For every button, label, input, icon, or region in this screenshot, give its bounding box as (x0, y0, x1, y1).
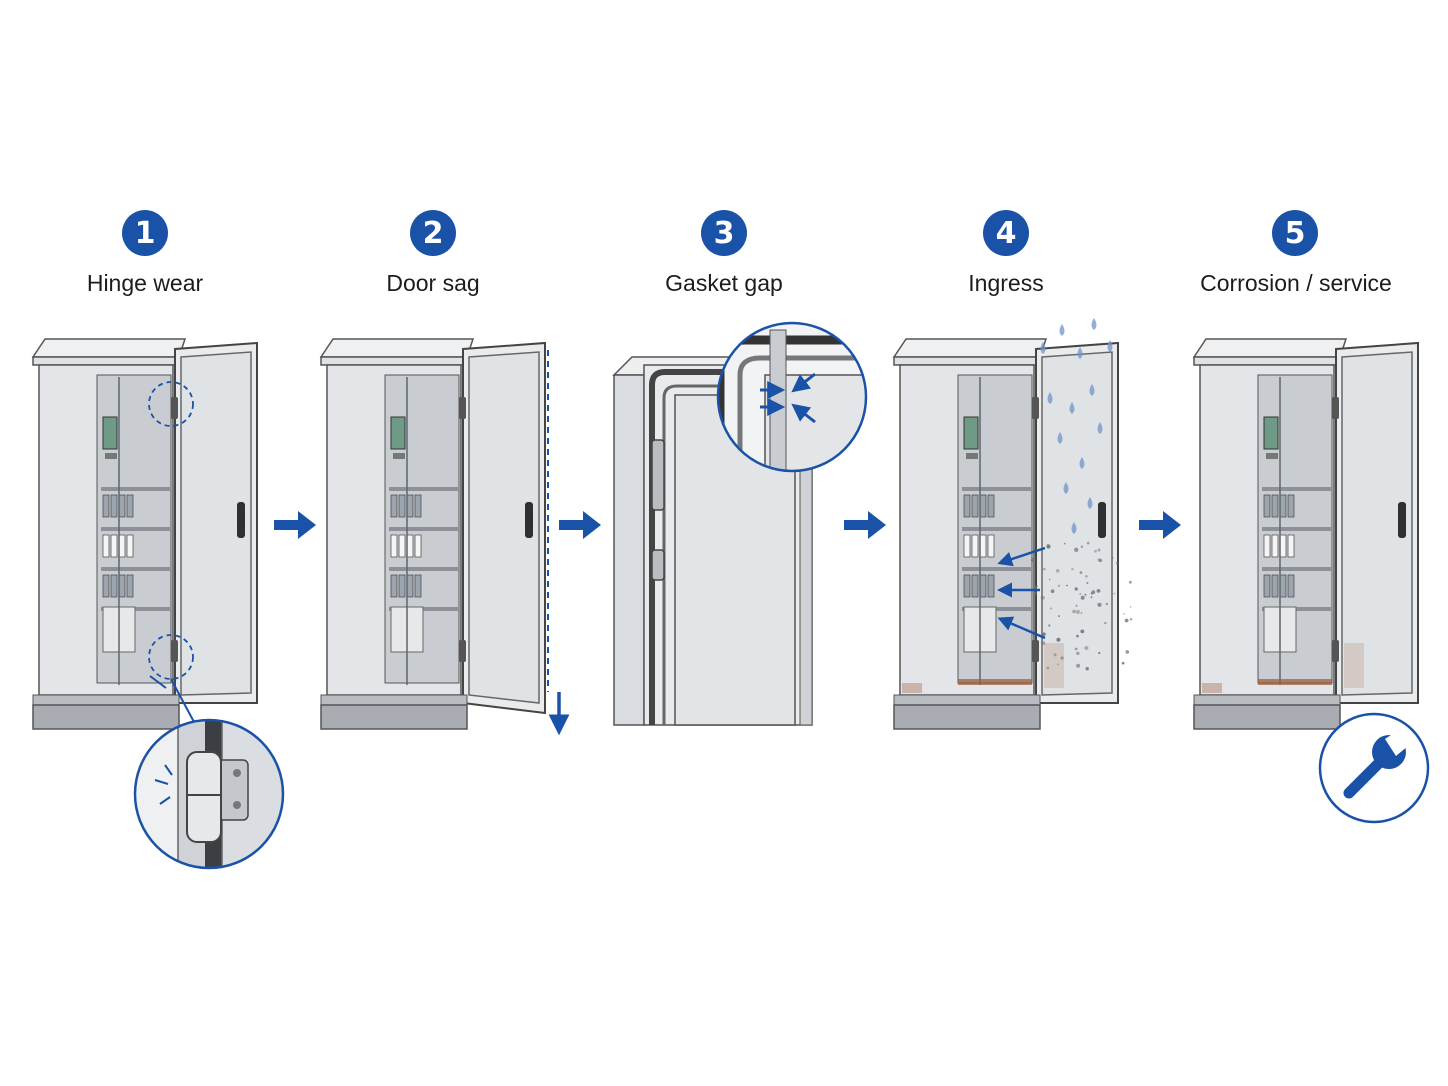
water-drop-icon (1107, 340, 1113, 352)
step-3: 3 Gasket gap (574, 0, 874, 1086)
water-drop-icon (1040, 342, 1046, 354)
cabinet-1 (31, 338, 258, 730)
cabinet-5 (1192, 338, 1419, 730)
arrow-right-icon (1139, 511, 1181, 539)
step-5-label: Corrosion / service (1200, 270, 1392, 296)
step-1-badge: 1 (122, 210, 168, 256)
wrench-icon (1318, 712, 1430, 824)
gasket-zoom-callout (716, 321, 868, 473)
door-sag-indicator (547, 350, 570, 736)
step-4-badge: 4 (983, 210, 1029, 256)
water-drop-icon (1057, 432, 1063, 444)
water-drop-icon (1091, 318, 1097, 330)
step-2-label: Door sag (386, 270, 480, 296)
rain-drops (1040, 318, 1113, 534)
water-drop-icon (1077, 347, 1083, 359)
step-3-badge: 3 (701, 210, 747, 256)
cabinet-4 (892, 338, 1119, 730)
water-drop-icon (1059, 324, 1065, 336)
water-drop-icon (1063, 482, 1069, 494)
step-5: 5 Corrosion / service (1146, 0, 1446, 1086)
step-4: 4 Ingress (856, 0, 1156, 1086)
ingress-arrows (997, 546, 1046, 640)
water-drop-icon (1097, 422, 1103, 434)
water-drop-icon (1079, 457, 1085, 469)
dust-particles (1030, 541, 1133, 671)
cabinet-2 (319, 338, 546, 730)
arrow-right-icon (559, 511, 601, 539)
water-drop-icon (1071, 522, 1077, 534)
step-2: 2 Door sag (283, 0, 583, 1086)
water-drop-icon (1069, 402, 1075, 414)
step-4-label: Ingress (968, 270, 1044, 296)
hinge-zoom-callout (133, 718, 285, 870)
step-arrows (274, 511, 1181, 539)
arrow-right-icon (274, 511, 316, 539)
step-5-badge: 5 (1272, 210, 1318, 256)
hinge-wear-callouts (148, 381, 195, 723)
water-drop-icon (1047, 392, 1053, 404)
step-3-label: Gasket gap (665, 270, 783, 296)
arrow-right-icon (844, 511, 886, 539)
step-1-label: Hinge wear (86, 270, 204, 296)
step-1: 1 Hinge wear (0, 0, 295, 1086)
step-2-badge: 2 (410, 210, 456, 256)
water-drop-icon (1089, 384, 1095, 396)
water-drop-icon (1087, 497, 1093, 509)
